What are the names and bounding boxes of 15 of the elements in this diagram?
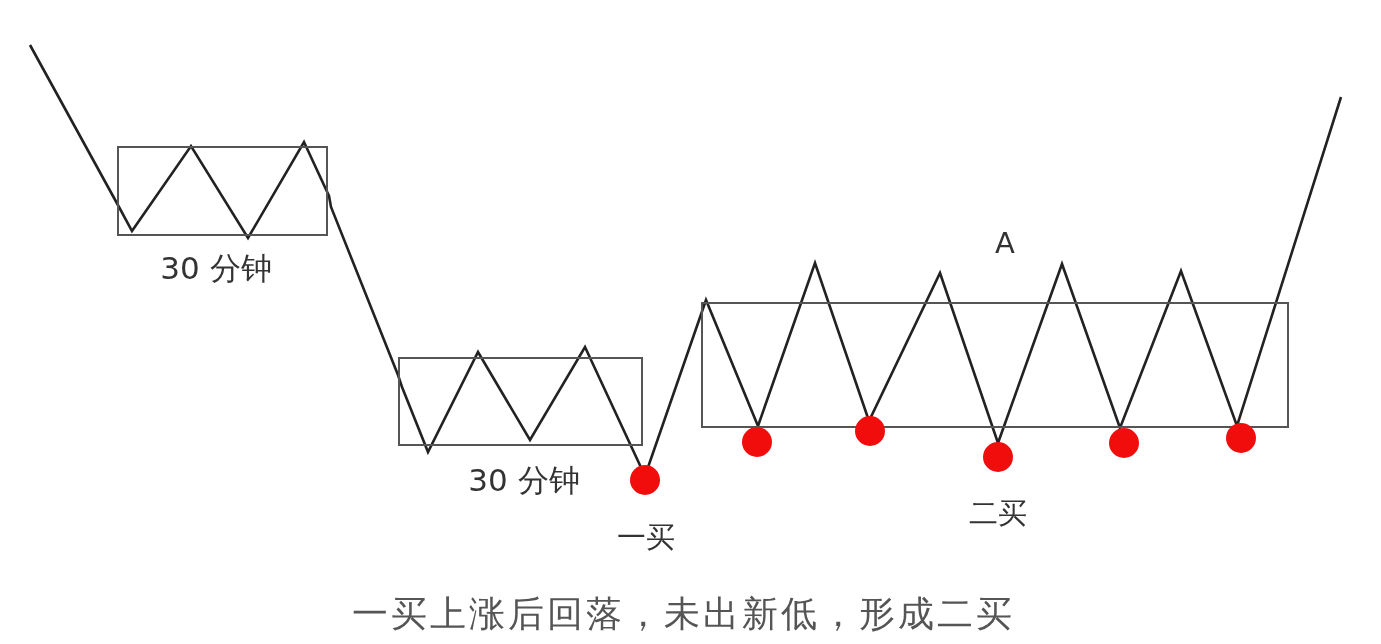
dot-icon: [1109, 428, 1139, 458]
range-box: [117, 146, 328, 236]
caption: 一买上涨后回落，未出新低，形成二买: [351, 596, 1015, 632]
box-label: A: [995, 228, 1015, 258]
range-box: [701, 302, 1289, 428]
box-label: 30 分钟: [468, 464, 580, 496]
box-label: 30 分钟: [160, 252, 272, 284]
dot-icon: [630, 465, 660, 495]
range-box: [398, 357, 643, 446]
dot-icon: [1226, 423, 1256, 453]
point-label: 二买: [969, 498, 1027, 528]
dot-icon: [855, 416, 885, 446]
dot-icon: [742, 427, 772, 457]
dot-icon: [983, 442, 1013, 472]
point-label: 一买: [617, 522, 675, 552]
